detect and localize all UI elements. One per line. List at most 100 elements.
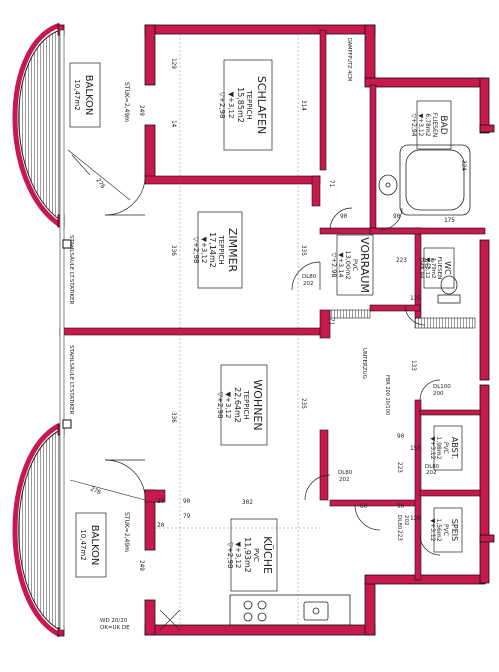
door-label: 202 [403, 515, 409, 526]
stuk-label-top: STUK=2,49m [123, 82, 130, 122]
dimension-label: 90 [183, 498, 191, 505]
svg-text:13,00m2: 13,00m2 [344, 250, 352, 279]
svg-text:PVC: PVC [442, 524, 449, 536]
svg-text:BAD: BAD [438, 115, 448, 134]
svg-text:FLIESEN: FLIESEN [436, 257, 442, 279]
fbr-label: FBR 200 20/100 [384, 375, 390, 415]
dimension-label: 125 [410, 295, 421, 302]
room-label-balkon-top: BALKON 10,47m2 [69, 62, 101, 128]
steel-column-label-1: STAHLSÄULE LT.STATIKER [68, 235, 75, 305]
svg-text:▽+2,98: ▽+2,98 [330, 253, 338, 278]
svg-text:▼+3,12: ▼+3,12 [429, 436, 436, 459]
svg-text:1,98m2: 1,98m2 [435, 436, 442, 459]
dimension-label: 20 [157, 522, 165, 529]
door-label: DL100 [433, 384, 451, 390]
dimension-label: 120 [410, 515, 421, 522]
door-label: DL80 [420, 258, 435, 264]
toilet [437, 275, 461, 304]
room-label-schlafen: SCHLAFEN TEPPICH 15,85m2 ▼+3,12 ▽+2,98 [218, 59, 273, 151]
dimension-label: 71 [328, 318, 335, 326]
door-label: DL80 [338, 470, 353, 476]
svg-text:▼+3,14: ▼+3,14 [337, 253, 345, 278]
interior-walls [59, 29, 486, 631]
dimensions: 129 249 314 336 336 249 302 335 235 90 9… [89, 58, 467, 571]
room-label-zimmer: ZIMMER TEPPICH 17,14m2 ▼+3,12 ▽+2,98 [192, 211, 243, 289]
steel-column-label-2: STAHLSÄULE LT.STATIKER [68, 345, 75, 415]
svg-text:▼+3,12: ▼+3,12 [227, 92, 235, 119]
door-label: DL80 [396, 515, 402, 530]
room-label-wc: WC FLIESEN 1,79m2 ▼+3,12 ▽+2,94 [418, 247, 455, 289]
svg-text:▼+3,12: ▼+3,12 [224, 392, 232, 419]
svg-text:▽+2,94: ▽+2,94 [418, 257, 424, 279]
dimension-label: 129 [170, 58, 177, 69]
wd-label: WD 20/20 [100, 618, 128, 624]
svg-text:SCHLAFEN: SCHLAFEN [255, 76, 268, 134]
svg-text:FLIESEN: FLIESEN [431, 113, 438, 137]
svg-text:1,79m2: 1,79m2 [430, 257, 436, 278]
svg-text:17,14m2: 17,14m2 [208, 232, 217, 268]
dimension-label: 90 [393, 213, 401, 220]
svg-text:22,64m2: 22,64m2 [233, 387, 242, 423]
stuk-label-bottom: STUK=2,49m [123, 512, 130, 552]
svg-text:6,78m2: 6,78m2 [424, 113, 431, 136]
dimension-label: 90 [340, 213, 348, 220]
svg-text:▼+3,12: ▼+3,12 [424, 257, 430, 278]
dimension-label: 223 [396, 257, 407, 264]
room-label-kueche: KÜCHE PVC 11,93m2 ▼+3,12 ▽+2,98 [226, 518, 278, 592]
dimension-label: 79 [183, 513, 191, 520]
door-cross [159, 609, 181, 631]
svg-text:BALKON: BALKON [83, 75, 94, 116]
balcony-top [12, 22, 62, 228]
doors [104, 179, 441, 556]
svg-text:11,93m2: 11,93m2 [243, 537, 252, 573]
door-label: 202 [421, 264, 432, 270]
dimension-label: 335 [300, 245, 307, 256]
dimension-label: 223 [396, 530, 403, 541]
dimension-label: 175 [444, 217, 455, 224]
svg-text:1,56m2: 1,56m2 [435, 518, 442, 541]
room-label-speis: SPEIS PVC 1,56m2 ▼+3,12 [429, 507, 463, 553]
room-label-bad: BAD FLIESEN 6,78m2 ▼+3,12 ▽+2,94 [410, 100, 452, 150]
svg-text:TEPPICH: TEPPICH [217, 234, 225, 264]
svg-text:▼+3,12: ▼+3,12 [429, 518, 436, 541]
door-label: DL80 [425, 464, 440, 470]
svg-text:WC: WC [443, 261, 452, 275]
steel-column [62, 239, 72, 429]
dimension-label: 235 [300, 398, 307, 409]
svg-text:▼+3,12: ▼+3,12 [234, 542, 242, 569]
dampfputz-label: DAMPFPUTZ 4CM [346, 38, 352, 81]
svg-text:BALKON: BALKON [89, 525, 100, 566]
dimension-label: 302 [242, 499, 253, 506]
svg-text:▼+3,12: ▼+3,12 [417, 113, 424, 136]
door-label: 202 [426, 470, 437, 476]
ok-label: OK=UK DE [100, 625, 130, 631]
svg-text:VORRAUM: VORRAUM [358, 237, 371, 293]
svg-text:▼+3,12: ▼+3,12 [200, 237, 208, 264]
svg-text:PVC: PVC [252, 548, 260, 562]
partition-hatch [329, 309, 476, 329]
washbasin [378, 174, 398, 196]
annotations: STUK=2,49m STUK=2,49m DAMPFPUTZ 4CM STAH… [68, 38, 451, 631]
door-label: DL80 [302, 274, 317, 280]
dimension-label: 60 [360, 503, 368, 510]
dimension-label: 314 [300, 100, 307, 111]
svg-text:▽+2,98: ▽+2,98 [216, 392, 224, 419]
svg-text:WOHNEN: WOHNEN [251, 379, 264, 430]
reference-lines [155, 30, 320, 630]
dimension-label: 155 [410, 445, 421, 452]
dimension-label: 276 [89, 485, 102, 496]
svg-text:TEPPICH: TEPPICH [242, 389, 250, 419]
kitchen-counter [229, 594, 351, 626]
svg-text:▽+2,98: ▽+2,98 [226, 542, 234, 569]
room-label-vorraum: VORRAUM PVC 13,00m2 ▼+3,14 ▽+2,98 [330, 234, 374, 296]
balcony-door-lines [67, 149, 146, 501]
svg-text:10,47m2: 10,47m2 [79, 529, 87, 560]
svg-text:ABST.: ABST. [450, 437, 459, 459]
dimension-label: 336 [170, 412, 177, 423]
dimension-label: 249 [138, 560, 145, 571]
dimension-label: 20 [157, 498, 165, 505]
dimension-label: 133 [410, 360, 417, 371]
svg-text:TEPPICH: TEPPICH [245, 89, 253, 119]
svg-text:▽+2,98: ▽+2,98 [192, 237, 200, 264]
